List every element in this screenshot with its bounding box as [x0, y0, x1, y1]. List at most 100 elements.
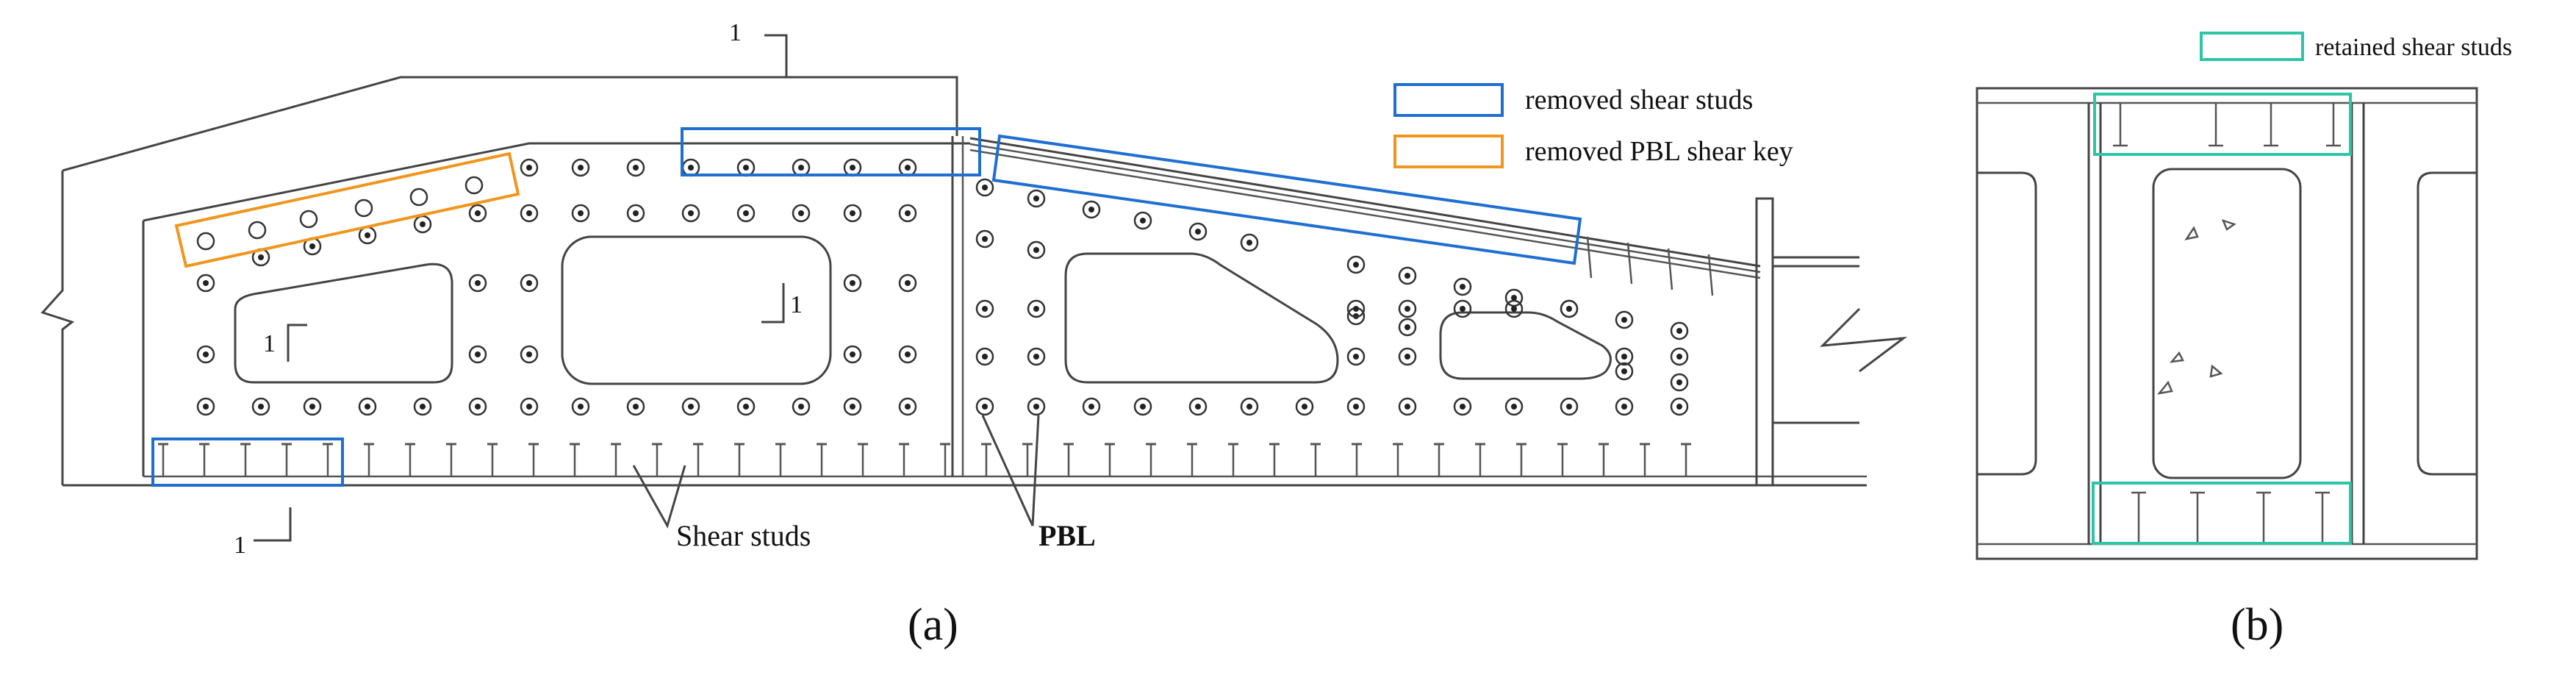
svg-text:1: 1 — [234, 532, 246, 559]
pbl-hole-icon — [1133, 211, 1152, 230]
shear-stud-icon — [1022, 443, 1033, 476]
shear-stud-icon — [1557, 443, 1568, 476]
pbl-hole-icon — [843, 204, 862, 223]
removed-studs-box-top — [681, 127, 981, 176]
pbl-hole-icon — [413, 397, 432, 416]
pbl-hole-icon — [1504, 299, 1524, 318]
pbl-hole-icon — [520, 274, 539, 293]
pbl-hole-icon — [975, 397, 994, 416]
pbl-hole-icon — [196, 274, 215, 293]
pbl-hole-icon — [358, 226, 377, 245]
left-web — [1977, 171, 2037, 476]
shear-stud-icon — [1063, 443, 1074, 476]
removed-studs-box-slope — [991, 134, 1582, 265]
retained-studs-box-bottom — [2092, 482, 2352, 545]
concrete-outline-left — [62, 76, 958, 172]
right-web — [2417, 171, 2477, 476]
pbl-hole-icon — [1346, 255, 1366, 274]
pbl-hole-icon — [1670, 373, 1689, 392]
cutout-2 — [561, 235, 832, 385]
pbl-hole-icon — [1670, 321, 1689, 340]
svg-text:1: 1 — [790, 291, 803, 318]
shear-stud-icon — [281, 443, 292, 476]
retained-studs-box-top — [2093, 93, 2352, 156]
pbl-hole-icon — [520, 204, 539, 223]
pbl-hole-icon — [736, 397, 756, 416]
break-left — [40, 171, 75, 485]
legend-removed-pbl: removed PBL shear key — [1525, 136, 1793, 167]
pbl-hole-icon — [975, 229, 994, 249]
pbl-hole-icon — [1615, 310, 1634, 329]
shear-stud-icon — [1352, 443, 1362, 476]
cutout-1 — [234, 262, 453, 384]
pbl-hole-icon — [975, 299, 994, 318]
shear-studs-leader — [632, 465, 686, 529]
section-studs-bottom — [2131, 491, 2330, 544]
pbl-hole-icon — [1133, 397, 1152, 416]
shear-stud-icon — [817, 443, 827, 476]
shear-stud-icon — [775, 443, 786, 476]
cutout-4 — [1439, 311, 1612, 380]
pbl-hole-icon — [409, 187, 428, 207]
pbl-hole-icon — [736, 204, 756, 223]
pbl-hole-icon — [1027, 347, 1046, 366]
shear-stud-icon — [1187, 443, 1197, 476]
pbl-hole-icon — [792, 204, 811, 223]
pbl-hole-icon — [975, 347, 994, 366]
pbl-hole-icon — [520, 158, 539, 177]
pbl-hole-icon — [1295, 397, 1314, 416]
shear-stud-icon — [858, 443, 868, 476]
pbl-hole-icon — [1240, 233, 1259, 252]
pbl-hole-icon — [736, 158, 756, 177]
legend-removed-studs: removed shear studs — [1525, 85, 1753, 115]
pbl-hole-icon — [792, 397, 811, 416]
pbl-hole-icon — [1398, 347, 1417, 366]
svg-text:1: 1 — [729, 19, 742, 46]
section-outline — [1976, 87, 2478, 560]
pbl-hole-icon — [251, 397, 270, 416]
svg-text:1: 1 — [263, 330, 276, 357]
pbl-hole-icon — [1398, 299, 1417, 318]
shear-stud-icon — [652, 443, 662, 476]
pbl-hole-icon — [1398, 318, 1417, 337]
shear-stud-icon — [323, 443, 333, 476]
pbl-hole-icon — [1346, 397, 1366, 416]
pbl-hole-icon — [1082, 200, 1101, 219]
shear-stud-icon — [693, 443, 703, 476]
section-mark-top: 1 — [729, 19, 788, 77]
pbl-hole-icon — [792, 158, 811, 177]
removed-studs-box-bottom — [151, 437, 344, 487]
shear-stud-icon — [528, 443, 539, 476]
shear-stud-icon — [1393, 443, 1403, 476]
pbl-hole-icon — [898, 274, 917, 293]
removed-pbl-box — [174, 151, 520, 268]
pbl-hole-icon — [1615, 362, 1634, 381]
pbl-hole-icon — [1560, 397, 1579, 416]
pbl-hole-icon — [843, 397, 862, 416]
pbl-hole-icon — [468, 204, 487, 223]
pbl-hole-icon — [1398, 397, 1417, 416]
legend-removed-pbl-swatch — [1393, 135, 1504, 168]
section-studs-top — [2113, 103, 2341, 147]
shear-stud-icon — [1146, 443, 1156, 476]
shear-stud-icon — [487, 443, 498, 476]
pbl-hole-icon — [843, 158, 862, 177]
caption-a: (a) — [908, 600, 958, 650]
shear-stud-icon — [570, 443, 580, 476]
pbl-hole-icon — [520, 345, 539, 364]
pbl-hole-icon — [1240, 397, 1259, 416]
pbl-hole-icon — [1082, 397, 1101, 416]
shear-stud-icon — [199, 443, 209, 476]
pbl-hole-icon — [303, 397, 322, 416]
caption-b: (b) — [2231, 600, 2283, 650]
pbl-hole-icon — [1560, 299, 1579, 318]
pbl-label: PBL — [1038, 519, 1096, 552]
pbl-hole-icon — [468, 397, 487, 416]
pbl-hole-icon — [681, 158, 700, 177]
pbl-hole-icon — [468, 345, 487, 364]
shear-stud-icon — [940, 443, 950, 476]
section-b: retained shear studs (b) — [1976, 32, 2512, 650]
pbl-hole-icon — [1615, 347, 1634, 366]
section-mark-left: 1 — [263, 324, 307, 362]
shear-stud-icon — [734, 443, 745, 476]
